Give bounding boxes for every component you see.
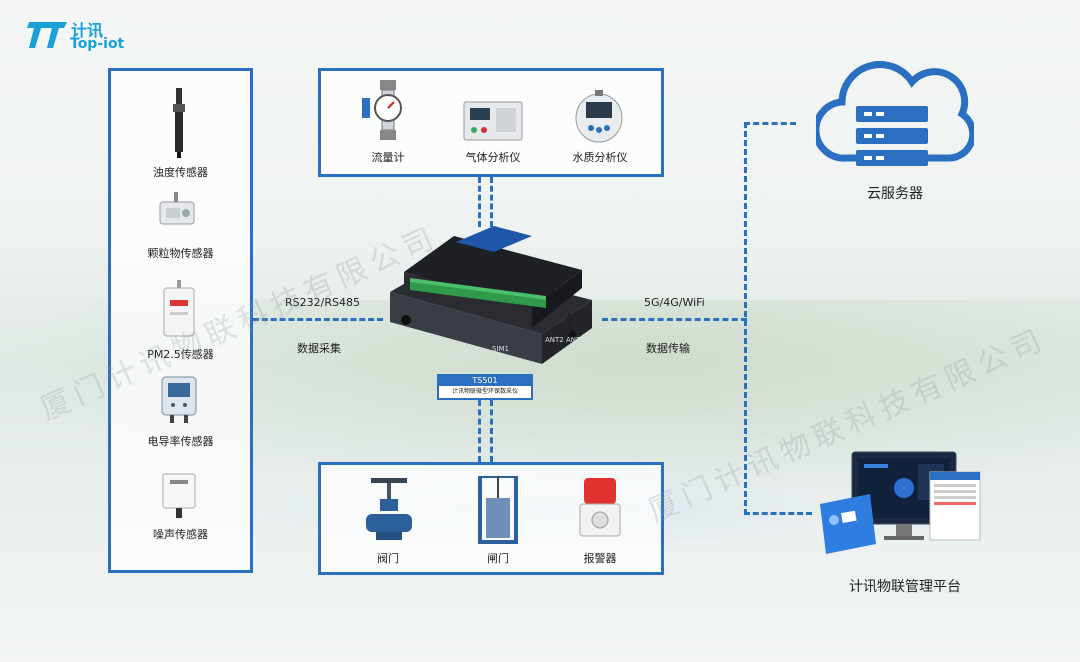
water-quality-analyzer-icon <box>575 90 623 143</box>
connector-bottom-a <box>478 400 481 462</box>
left-link-protocol: RS232/RS485 <box>285 296 360 309</box>
flowmeter-icon <box>362 80 402 140</box>
gas-analyzer-icon <box>463 101 523 141</box>
alarm-icon <box>579 478 621 537</box>
gate-icon <box>478 476 518 544</box>
device-label-alarm: 报警器 <box>583 552 617 565</box>
right-link-protocol: 5G/4G/WiFi <box>644 296 705 309</box>
cloud-label: 云服务器 <box>867 186 923 202</box>
device-label-gate: 闸门 <box>487 552 509 565</box>
connector-platform <box>744 512 812 515</box>
terminal-block <box>410 278 546 308</box>
gateway-model: TS501 <box>439 376 531 386</box>
logo-brand-en: Top-iot <box>70 36 125 52</box>
connector-top-a <box>478 177 481 227</box>
logo-mark-icon <box>27 22 67 48</box>
logo-brand-cn: 计讯 <box>71 21 104 40</box>
cloud-server-icon <box>816 61 974 166</box>
platform-label: 计讯物联管理平台 <box>849 579 961 595</box>
port-label-gps: GPS/ANT <box>452 350 483 358</box>
connector-top-b <box>490 177 493 227</box>
connector-left <box>253 318 383 321</box>
pm25-sensor-icon <box>163 280 195 337</box>
left-link-desc: 数据采集 <box>297 342 341 355</box>
port-label-ant1: ANT1 <box>566 336 585 344</box>
connector-right <box>602 318 747 321</box>
sensor-label-turbidity: 浊度传感器 <box>153 166 208 179</box>
sensor-label-pm25: PM2.5传感器 <box>147 348 214 361</box>
right-link-desc: 数据传输 <box>646 342 690 355</box>
gateway-plate: TS501 计讯物联微型环保数采仪 <box>437 374 533 400</box>
gateway-subtitle: 计讯物联微型环保数采仪 <box>451 388 518 395</box>
valve-icon <box>366 478 412 540</box>
connector-cloud <box>744 122 796 125</box>
instrument-label-water-quality: 水质分析仪 <box>572 151 628 164</box>
particulate-sensor-icon <box>159 192 195 225</box>
logo: 计讯 Top-iot <box>27 18 137 54</box>
instrument-label-gas-analyzer: 气体分析仪 <box>465 151 521 164</box>
conductivity-sensor-icon <box>161 376 197 423</box>
sensor-label-noise: 噪声传感器 <box>153 528 208 541</box>
turbidity-sensor-icon <box>173 88 185 158</box>
device-label-valve: 阀门 <box>377 552 399 565</box>
instrument-label-flowmeter: 流量计 <box>371 151 405 164</box>
sensor-label-conductivity: 电导率传感器 <box>147 435 214 448</box>
connector-bottom-b <box>490 400 493 462</box>
platform-screens-icon <box>820 451 981 554</box>
sensor-label-particulate: 颗粒物传感器 <box>147 247 214 260</box>
port-label-ant2: ANT2 <box>545 336 564 344</box>
noise-sensor-icon <box>162 473 196 518</box>
port-label-sim: SIM1 <box>492 345 510 353</box>
connector-trunk <box>744 122 747 515</box>
